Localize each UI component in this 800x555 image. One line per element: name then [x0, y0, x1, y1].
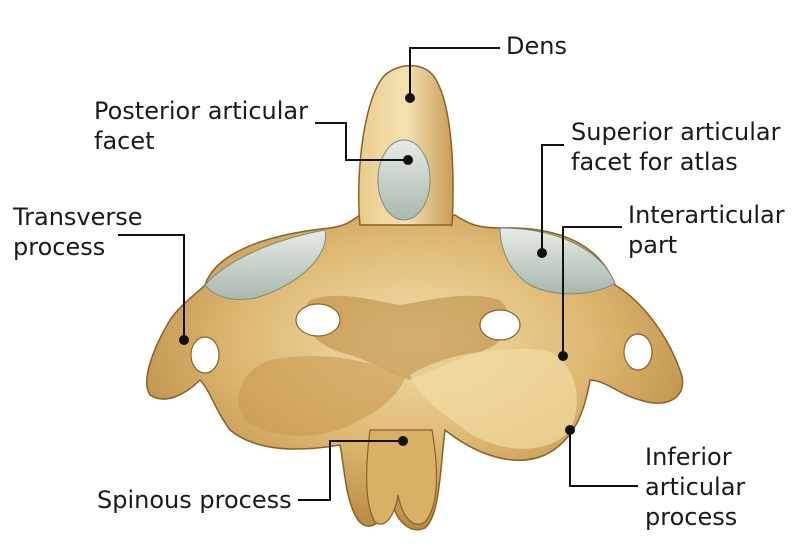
dot-spinous — [398, 436, 408, 446]
leader-transverse — [118, 234, 185, 340]
label-spinous-process: Spinous process — [97, 485, 292, 515]
left-foramen — [295, 303, 341, 337]
label-posterior-articular-facet: Posterior articular facet — [94, 96, 308, 156]
left-superior-facet — [204, 229, 327, 300]
right-transverse-foramen — [623, 333, 653, 371]
dot-posterior-facet — [403, 155, 413, 165]
dot-superior-facet — [537, 248, 547, 258]
leader-lines — [118, 47, 638, 501]
label-dens: Dens — [506, 31, 567, 61]
label-superior-line-1: Superior articular — [571, 118, 781, 146]
label-inferior-articular-process: Inferior articular process — [645, 442, 745, 532]
leader-posterior-facet — [315, 122, 408, 161]
leader-interarticular — [562, 226, 622, 356]
label-dens-line-1: Dens — [506, 32, 567, 60]
label-inferior-line-2: articular — [645, 473, 746, 501]
label-inferior-line-3: process — [645, 503, 738, 531]
dot-transverse — [179, 335, 189, 345]
left-lamina — [238, 356, 405, 436]
label-superior-articular-facet: Superior articular facet for atlas — [571, 117, 780, 177]
label-transverse-line-2: process — [13, 233, 106, 261]
right-foramen — [479, 309, 521, 341]
leader-spinous — [298, 440, 403, 501]
label-transverse-line-1: Transverse — [13, 203, 143, 231]
dot-inferior — [565, 425, 575, 435]
label-transverse-process: Transverse process — [13, 202, 143, 262]
label-spinous-line-1: Spinous process — [97, 486, 292, 514]
leader-dots — [179, 93, 575, 446]
label-interarticular-line-1: Interarticular — [628, 201, 785, 229]
label-superior-line-2: facet for atlas — [571, 148, 738, 176]
label-interarticular-line-2: part — [628, 231, 678, 259]
posterior-facet-shape — [377, 139, 431, 221]
label-posterior-line-1: Posterior articular — [94, 97, 308, 125]
leader-inferior — [569, 430, 638, 487]
spinous-process-shape — [366, 429, 438, 525]
dot-dens — [405, 93, 415, 103]
label-inferior-line-1: Inferior — [645, 443, 732, 471]
dot-interarticular — [558, 351, 568, 361]
leader-dens — [409, 47, 500, 98]
label-interarticular-part: Interarticular part — [628, 200, 785, 260]
right-lamina — [410, 348, 577, 449]
leader-superior-facet — [541, 144, 564, 253]
left-transverse-foramen — [190, 336, 220, 374]
label-posterior-line-2: facet — [94, 127, 155, 155]
